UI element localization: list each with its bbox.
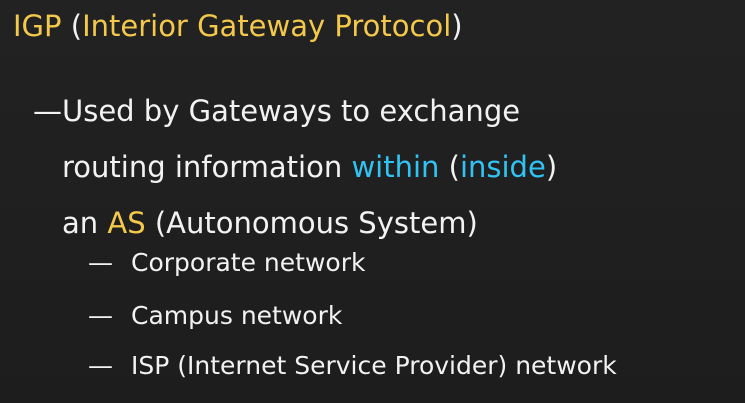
bullet-line-2: routing information within (inside): [62, 139, 712, 195]
bullet-text: Used by Gateways to exchange routing inf…: [62, 83, 712, 251]
bullet-line-2-post: ): [545, 150, 558, 184]
slide-title: IGP (Interior Gateway Protocol): [13, 9, 463, 43]
keyword-within: within: [351, 150, 440, 184]
bullet-line-2-between: (: [439, 150, 460, 184]
bullet-line-3-post: (Autonomous System): [145, 206, 478, 240]
bullet-line-2-pre: routing information: [62, 150, 352, 184]
keyword-inside: inside: [459, 150, 546, 184]
title-abbreviation: IGP: [13, 9, 62, 43]
bullet-line-1: Used by Gateways to exchange: [62, 94, 521, 128]
title-close-paren: ): [451, 9, 463, 43]
sub-bullet-text: ISP (Internet Service Provider) network: [131, 351, 617, 380]
bullet-dash: —: [33, 94, 62, 128]
sub-bullet-dash: —: [88, 248, 113, 277]
title-full-name: Interior Gateway Protocol: [82, 9, 452, 43]
sub-bullet-dash: —: [88, 301, 113, 330]
sub-bullet-text: Campus network: [131, 301, 343, 330]
keyword-as: AS: [107, 206, 146, 240]
bullet-line-3-pre: an: [62, 206, 108, 240]
sub-bullet-dash: —: [88, 351, 113, 380]
bullet-line-3: an AS (Autonomous System): [62, 195, 712, 251]
title-open-paren: (: [70, 9, 83, 43]
sub-bullet-text: Corporate network: [131, 248, 366, 277]
